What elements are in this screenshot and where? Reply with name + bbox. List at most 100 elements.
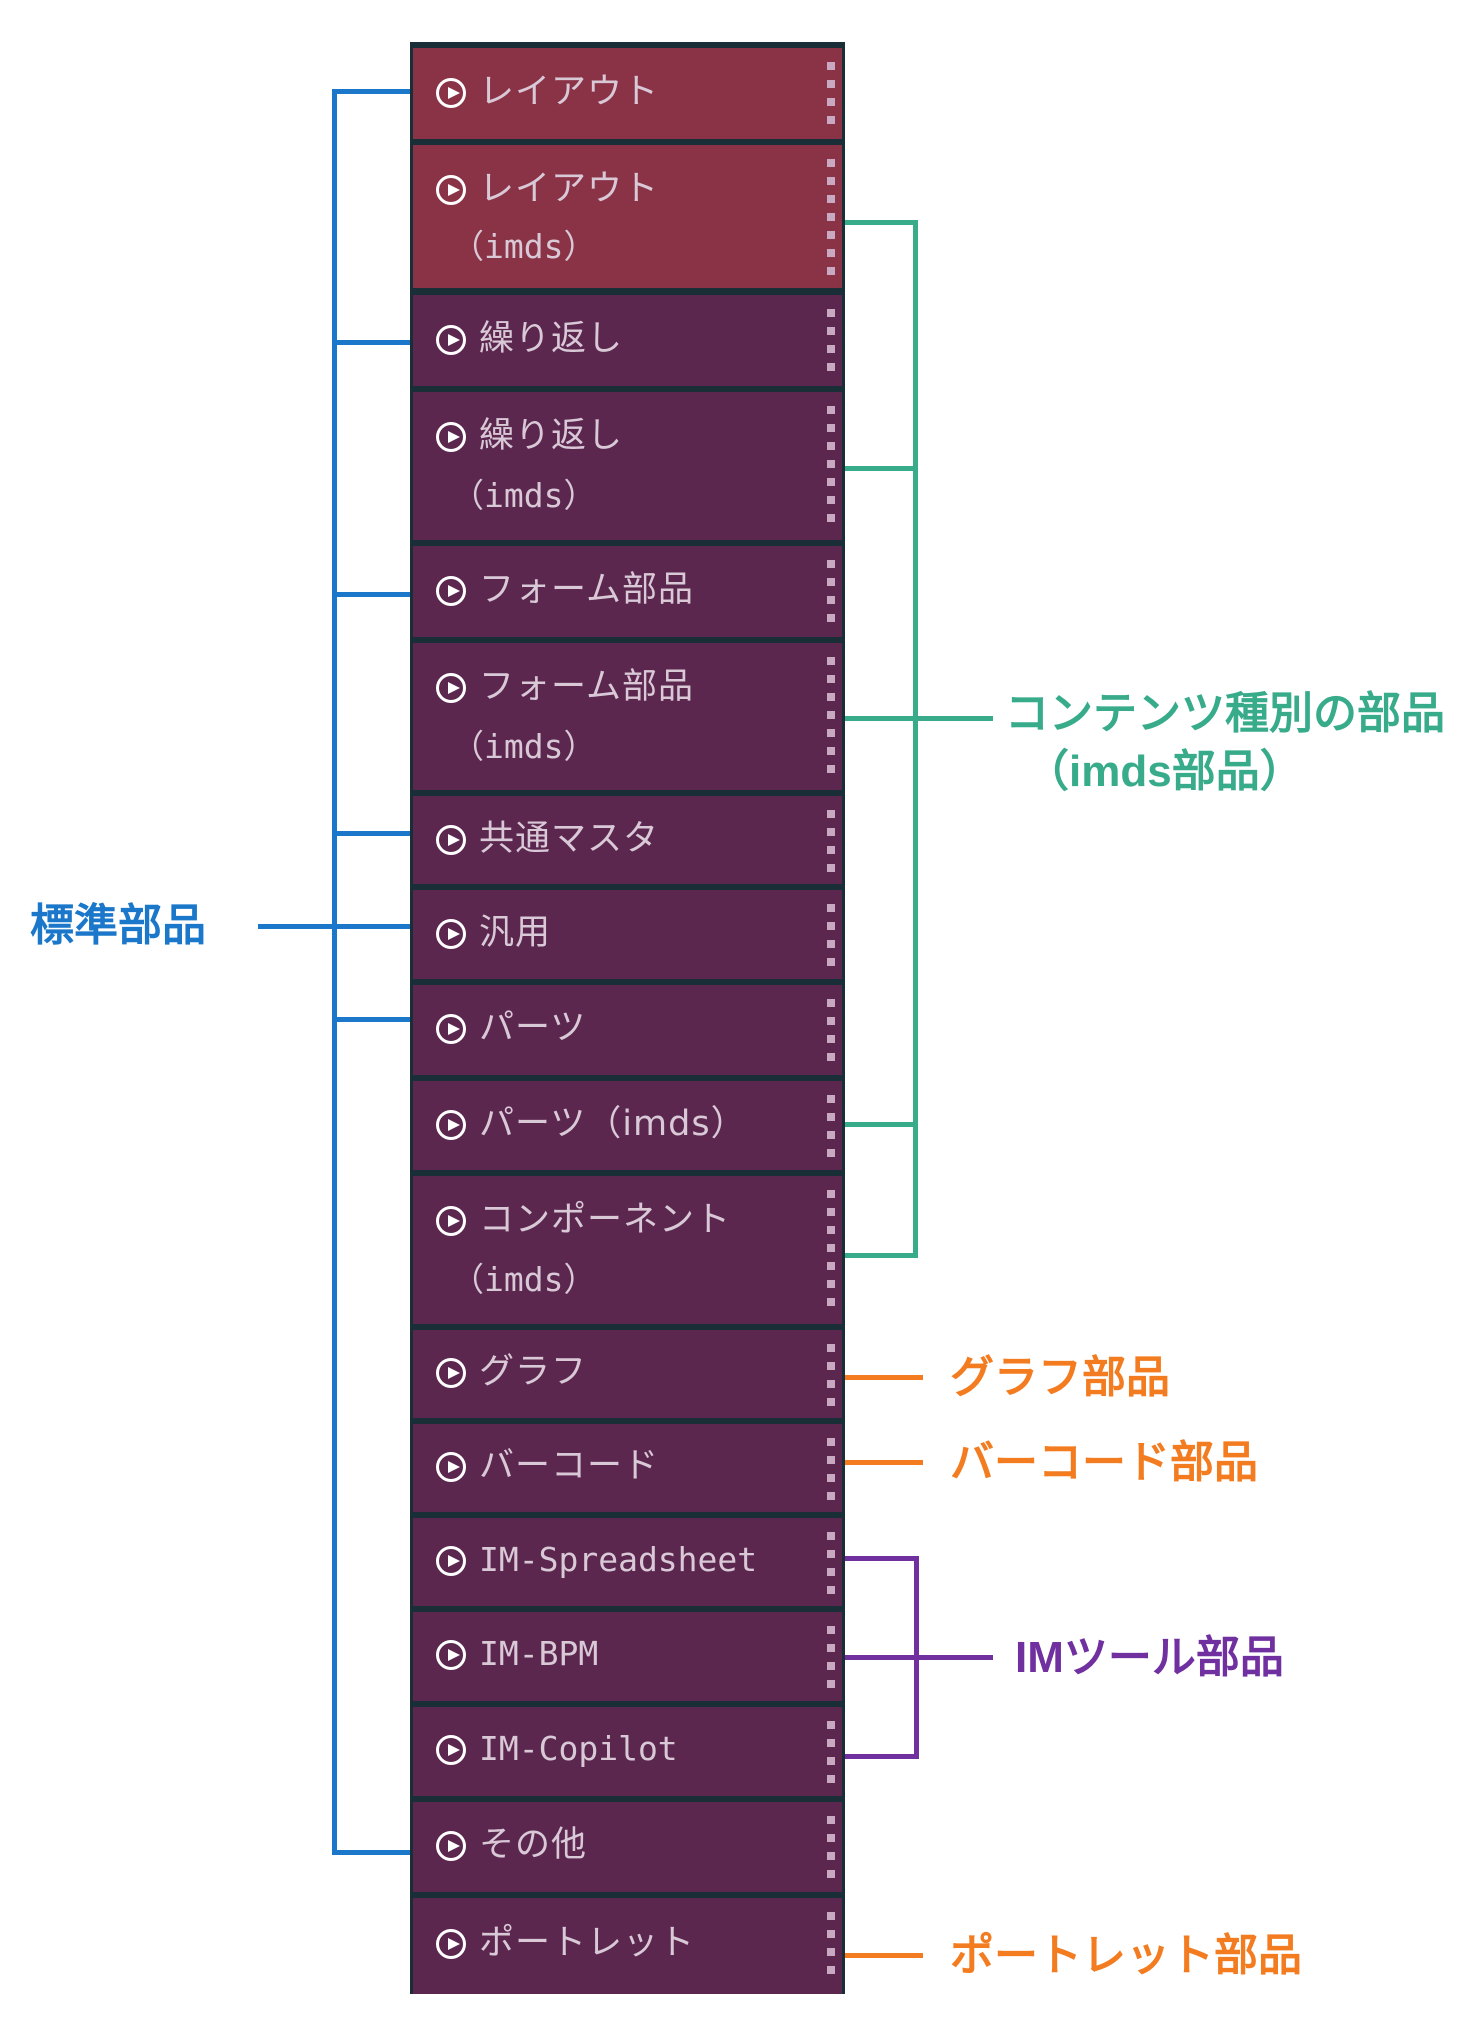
graph-parts-label: グラフ部品 (950, 1353, 1170, 1402)
bracket-vertical-line (332, 89, 337, 1855)
play-circle-icon (436, 919, 466, 949)
item-sublabel: （imds） (451, 1260, 597, 1299)
play-circle-icon (436, 1014, 466, 1044)
drag-handle-icon[interactable] (826, 900, 836, 969)
drag-handle-icon[interactable] (826, 653, 836, 780)
palette-item-repeat[interactable]: 繰り返し (413, 295, 842, 386)
play-circle-icon (436, 1546, 466, 1576)
play-circle-icon (436, 825, 466, 855)
barcode-connector (845, 1460, 923, 1465)
play-circle-icon (436, 576, 466, 606)
palette-item-graph[interactable]: グラフ (413, 1330, 842, 1418)
play-circle-icon (436, 1452, 466, 1482)
portlet-connector (845, 1953, 923, 1958)
item-label: 汎用 (479, 913, 552, 953)
item-label: パーツ（imds） (479, 1104, 747, 1144)
drag-handle-icon[interactable] (826, 995, 836, 1065)
drag-handle-icon[interactable] (826, 1434, 836, 1502)
bracket-connector (845, 1655, 993, 1660)
palette-item-common-master[interactable]: 共通マスタ (413, 796, 842, 884)
bracket-connector (332, 592, 410, 597)
item-label: フォーム部品 (479, 570, 694, 610)
play-circle-icon (436, 1358, 466, 1388)
drag-handle-icon[interactable] (826, 1528, 836, 1596)
bracket-connector (332, 1850, 410, 1855)
graph-connector (845, 1375, 923, 1380)
bracket-connector (332, 1017, 410, 1022)
content-type-parts-label: コンテンツ種別の部品 (1005, 689, 1445, 738)
bracket-connector (332, 831, 410, 836)
palette-item-layout[interactable]: レイアウト (413, 48, 842, 139)
play-circle-icon (436, 1206, 466, 1236)
item-sublabel: （imds） (451, 476, 597, 515)
item-label: ポートレット (479, 1923, 696, 1963)
standard-parts-label: 標準部品 (30, 901, 206, 950)
item-label: 繰り返し (479, 416, 624, 456)
drag-handle-icon[interactable] (826, 1622, 836, 1691)
item-label: その他 (479, 1825, 588, 1865)
palette-item-general[interactable]: 汎用 (413, 890, 842, 979)
palette-item-layout-imds[interactable]: レイアウト （imds） (413, 145, 842, 288)
portlet-parts-label: ポートレット部品 (950, 1931, 1302, 1980)
item-label: パーツ (479, 1008, 587, 1048)
drag-handle-icon[interactable] (826, 556, 836, 627)
palette-item-im-spreadsheet[interactable]: IM-Spreadsheet (413, 1518, 842, 1606)
drag-handle-icon[interactable] (826, 806, 836, 874)
drag-handle-icon[interactable] (826, 1340, 836, 1408)
palette-item-form[interactable]: フォーム部品 (413, 546, 842, 637)
item-label: フォーム部品 (479, 667, 694, 707)
play-circle-icon (436, 1110, 466, 1140)
drag-handle-icon[interactable] (826, 1717, 836, 1786)
play-circle-icon (436, 673, 466, 703)
bracket-connector (845, 466, 918, 471)
palette-item-im-copilot[interactable]: IM-Copilot (413, 1707, 842, 1796)
content-type-parts-sublabel: （imds部品） (1025, 747, 1304, 796)
palette-item-parts-imds[interactable]: パーツ（imds） (413, 1081, 842, 1170)
palette-item-component-imds[interactable]: コンポーネント （imds） (413, 1176, 842, 1324)
drag-handle-icon[interactable] (826, 305, 836, 376)
palette-item-barcode[interactable]: バーコード (413, 1424, 842, 1512)
barcode-parts-label: バーコード部品 (950, 1438, 1258, 1487)
bracket-vertical-line (913, 220, 918, 1258)
bracket-connector (845, 1253, 918, 1258)
item-label: IM-BPM (479, 1634, 599, 1673)
palette-item-form-imds[interactable]: フォーム部品 （imds） (413, 643, 842, 790)
bracket-connector (845, 1122, 918, 1127)
item-label: 共通マスタ (479, 819, 660, 859)
play-circle-icon (436, 325, 466, 355)
bracket-connector (332, 340, 410, 345)
play-circle-icon (436, 1735, 466, 1765)
im-tools-parts-label: IMツール部品 (1015, 1633, 1284, 1682)
palette-item-parts[interactable]: パーツ (413, 985, 842, 1075)
play-circle-icon (436, 175, 466, 205)
bracket-connector (845, 1754, 919, 1759)
item-label: 繰り返し (479, 319, 624, 359)
palette-item-portlet[interactable]: ポートレット (413, 1898, 842, 1994)
item-label: グラフ (479, 1352, 588, 1392)
palette-item-other[interactable]: その他 (413, 1802, 842, 1892)
play-circle-icon (436, 1831, 466, 1861)
bracket-connector (845, 716, 993, 721)
play-circle-icon (436, 1929, 466, 1959)
item-label: レイアウト (479, 169, 660, 209)
drag-handle-icon[interactable] (826, 155, 836, 278)
drag-handle-icon[interactable] (826, 402, 836, 530)
item-label: レイアウト (479, 72, 660, 112)
item-sublabel: （imds） (451, 227, 597, 266)
item-sublabel: （imds） (451, 727, 597, 766)
bracket-connector (845, 220, 918, 225)
play-circle-icon (436, 78, 466, 108)
drag-handle-icon[interactable] (826, 1908, 836, 1984)
palette-item-im-bpm[interactable]: IM-BPM (413, 1612, 842, 1701)
play-circle-icon (436, 1640, 466, 1670)
item-label: IM-Spreadsheet (479, 1540, 758, 1579)
item-label: コンポーネント (479, 1200, 732, 1240)
bracket-connector (332, 89, 410, 94)
drag-handle-icon[interactable] (826, 1812, 836, 1882)
drag-handle-icon[interactable] (826, 58, 836, 129)
drag-handle-icon[interactable] (826, 1091, 836, 1160)
item-label: バーコード (479, 1446, 660, 1486)
palette-item-repeat-imds[interactable]: 繰り返し （imds） (413, 392, 842, 540)
drag-handle-icon[interactable] (826, 1186, 836, 1314)
item-label: IM-Copilot (479, 1729, 678, 1768)
